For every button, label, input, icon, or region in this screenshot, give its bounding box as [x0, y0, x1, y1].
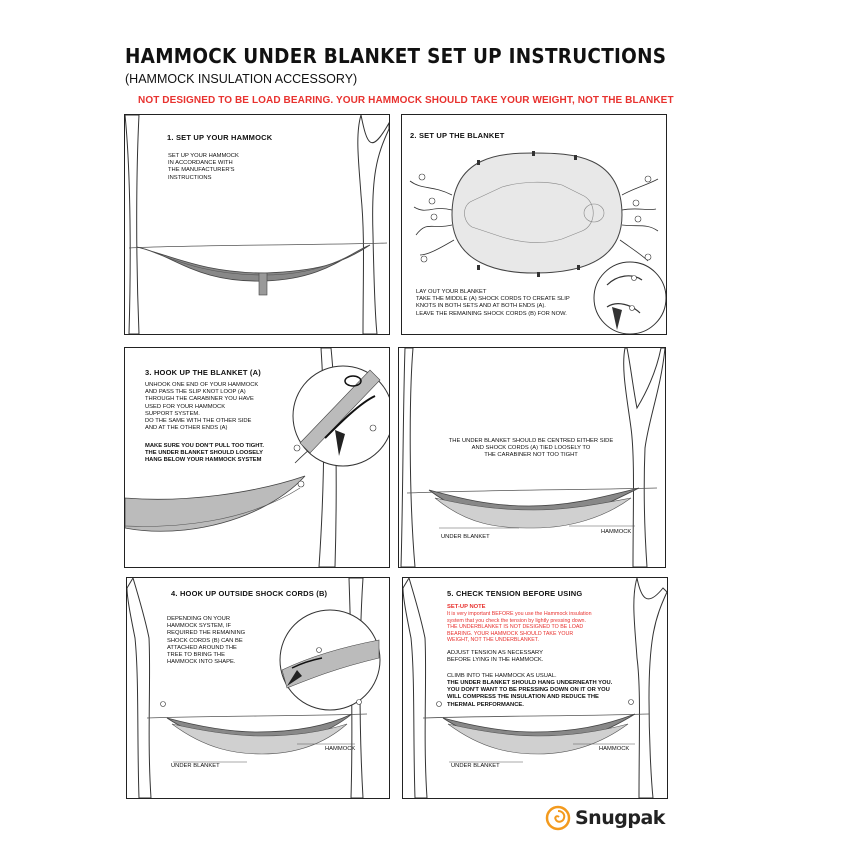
- adjust-tension-text: ADJUST TENSION AS NECESSARY BEFORE LYING…: [447, 650, 544, 664]
- snugpak-logo: Snugpak: [545, 805, 665, 831]
- step-3-title: 3. HOOK UP THE BLANKET (A): [145, 368, 261, 377]
- brand-name: Snugpak: [575, 807, 665, 829]
- hammock-label: HAMMOCK: [601, 529, 632, 535]
- under-blanket-label: UNDER BLANKET: [451, 763, 500, 769]
- step-3-warning: MAKE SURE YOU DON'T PULL TOO TIGHT. THE …: [145, 443, 264, 464]
- climb-in-text: CLIMB INTO THE HAMMOCK AS USUAL.: [447, 673, 557, 679]
- step-3-panel: 3. HOOK UP THE BLANKET (A) UNHOOK ONE EN…: [124, 347, 390, 568]
- step-2-title: 2. SET UP THE BLANKET: [410, 131, 505, 140]
- step-5-panel: 5. CHECK TENSION BEFORE USING SET-UP NOT…: [402, 577, 668, 799]
- centred-blanket-illustration: [400, 348, 665, 567]
- under-blanket-label: UNDER BLANKET: [171, 763, 220, 769]
- step-2-panel: 2. SET UP THE BLANKET LAY OUT YOUR BLANK…: [401, 114, 667, 335]
- step-1-text: SET UP YOUR HAMMOCK IN ACCORDANCE WITH T…: [168, 153, 239, 181]
- page-title: HAMMOCK UNDER BLANKET SET UP INSTRUCTION…: [125, 44, 667, 68]
- step-3-text: UNHOOK ONE END OF YOUR HAMMOCK AND PASS …: [145, 382, 259, 432]
- snugpak-spiral-icon: [545, 805, 571, 831]
- centred-blanket-text: THE UNDER BLANKET SHOULD BE CENTRED EITH…: [448, 438, 614, 459]
- set-up-note-text: It is very important BEFORE you use the …: [447, 611, 592, 644]
- step-4-text: DEPENDING ON YOUR HAMMOCK SYSTEM, IF REQ…: [167, 616, 246, 666]
- step-4-panel: 4. HOOK UP OUTSIDE SHOCK CORDS (B) DEPEN…: [126, 577, 390, 799]
- outside-cords-illustration: [127, 578, 381, 798]
- step-1-panel: 1. SET UP YOUR HAMMOCK SET UP YOUR HAMMO…: [124, 114, 390, 335]
- step-4-title: 4. HOOK UP OUTSIDE SHOCK CORDS (B): [171, 589, 328, 598]
- page-subtitle: (HAMMOCK INSULATION ACCESSORY): [125, 72, 358, 86]
- hammock-label: HAMMOCK: [325, 746, 356, 752]
- under-blanket-label: UNDER BLANKET: [441, 534, 490, 540]
- load-warning: NOT DESIGNED TO BE LOAD BEARING. YOUR HA…: [138, 95, 674, 106]
- blanket-layout-illustration: [409, 151, 666, 334]
- set-up-note-title: SET-UP NOTE: [447, 604, 486, 610]
- hook-up-illustration: [125, 348, 389, 567]
- step-1-title: 1. SET UP YOUR HAMMOCK: [167, 133, 273, 142]
- step-5-title: 5. CHECK TENSION BEFORE USING: [447, 589, 583, 598]
- centred-blanket-panel: THE UNDER BLANKET SHOULD BE CENTRED EITH…: [398, 347, 666, 568]
- tension-check-illustration: [403, 578, 667, 798]
- step-2-text: LAY OUT YOUR BLANKET TAKE THE MIDDLE (A)…: [416, 289, 570, 317]
- step-5-warning: THE UNDER BLANKET SHOULD HANG UNDERNEATH…: [447, 680, 613, 708]
- hammock-label: HAMMOCK: [599, 746, 630, 752]
- hammock-illustration: [125, 115, 389, 334]
